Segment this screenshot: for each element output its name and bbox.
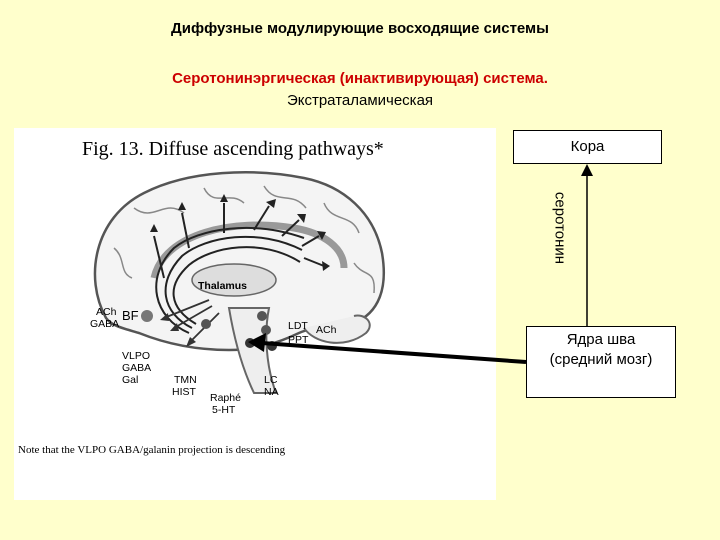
slide-subtitle: Серотонинэргическая (инактивирующая) сис… [172,70,548,87]
label-5ht: 5-HT [212,404,236,416]
bf-nucleus [141,310,153,322]
label-ldt: LDT [288,320,308,332]
label-tmn: TMN [174,374,197,386]
label-vlpo-gaba: GABA [122,362,152,374]
brain-outline [93,171,386,352]
tmn-nucleus [201,319,211,329]
label-na: NA [264,386,279,398]
ldt-nucleus [257,311,267,321]
raphe-line-2: (средний мозг) [549,351,653,368]
brain-figure: Fig. 13. Diffuse ascending pathways* Tha… [14,128,496,500]
raphe-nuclei-box: Ядра шва (средний мозг) [526,326,676,398]
brain-illustration [93,171,386,394]
ppt-nucleus [261,325,271,335]
slide-title: Диффузные модулирующие восходящие систем… [171,20,549,37]
label-ach: ACh [96,306,117,318]
label-raphe: Raphé [210,392,241,404]
cerebellum [303,314,371,344]
serotonin-label-wrap: серотонин [548,178,572,278]
label-hist: HIST [172,386,196,398]
cortex-label: Кора [570,138,605,155]
raphe-nucleus [245,338,255,348]
label-gaba: GABA [90,318,120,330]
cortex-box: Кора [513,130,662,164]
raphe-line-1: Ядра шва [566,331,636,348]
label-bf: BF [122,308,139,323]
serotonin-label: серотонин [551,191,569,265]
thalamus-shape [191,263,277,297]
slide-subtitle-2: Экстраталамическая [286,92,434,109]
label-vlpo-gal: Gal [122,374,139,386]
label-lc: LC [264,374,278,386]
serotonin-arrowhead [581,164,593,176]
label-ppt: PPT [288,334,309,346]
figure-note: Note that the VLPO GABA/galanin projecti… [18,444,286,456]
label-thalamus: Thalamus [198,280,248,292]
figure-caption: Fig. 13. Diffuse ascending pathways* [82,138,384,160]
label-ach-ldt: ACh [316,324,337,336]
label-vlpo: VLPO [122,350,151,362]
lc-nucleus [267,341,277,351]
